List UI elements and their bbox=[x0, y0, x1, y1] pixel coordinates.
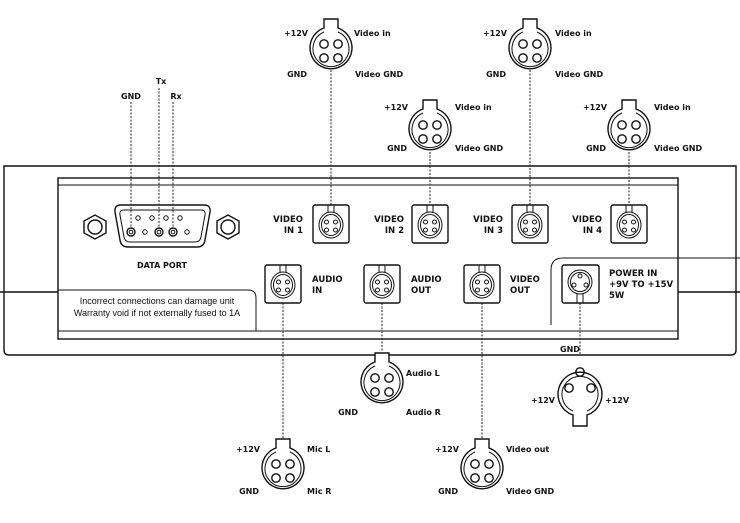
mini-din-plug-icon bbox=[261, 438, 305, 490]
pin-label: +12V bbox=[583, 103, 608, 112]
pinout-audio-out: Audio L GND Audio R bbox=[338, 352, 441, 417]
pinout-power-in: GND +12V +12V bbox=[531, 345, 630, 427]
data-port: GND Tx Rx DATA PORT bbox=[83, 77, 240, 270]
pinout-video-in-3: +12V Video in GND Video GND bbox=[483, 18, 603, 79]
socket-audio-out: AUDIO OUT bbox=[363, 264, 442, 304]
pin-label: +12V bbox=[284, 29, 309, 38]
pin-label: Video GND bbox=[506, 487, 554, 496]
socket-video-out: VIDEO OUT bbox=[463, 264, 540, 304]
db9-shell-icon bbox=[114, 204, 211, 248]
mini-din-socket-icon bbox=[312, 204, 350, 244]
mini-din-plug-icon bbox=[508, 18, 552, 70]
data-port-pin-tx: Tx bbox=[156, 77, 167, 86]
power-in-label-line2: +9V TO +15V bbox=[609, 280, 674, 290]
mini-din-socket-icon bbox=[511, 204, 549, 244]
pin-label: Video in bbox=[455, 103, 492, 112]
pinout-video-in-4: +12V Video in GND Video GND bbox=[583, 99, 702, 153]
video-in-1-label-line1: VIDEO bbox=[273, 215, 303, 225]
pin-label: Video GND bbox=[455, 144, 503, 153]
data-port-pin-gnd: GND bbox=[121, 92, 141, 101]
pin-label: GND bbox=[560, 345, 580, 354]
socket-power-in: POWER IN +9V TO +15V 5W bbox=[561, 264, 674, 304]
pin-label: Mic R bbox=[307, 487, 331, 496]
power-plug-icon bbox=[557, 371, 603, 427]
audio-in-label-line1: AUDIO bbox=[312, 275, 343, 285]
data-port-pin-rx: Rx bbox=[170, 92, 182, 101]
mini-din-socket-icon bbox=[363, 264, 401, 304]
pin-label: GND bbox=[486, 70, 506, 79]
audio-out-label-line1: AUDIO bbox=[411, 275, 442, 285]
audio-in-label-line2: IN bbox=[312, 286, 322, 296]
video-out-label-line1: VIDEO bbox=[510, 275, 540, 285]
mini-din-plug-icon bbox=[309, 18, 353, 70]
audio-out-label-line2: OUT bbox=[411, 286, 431, 296]
socket-audio-in: AUDIO IN bbox=[264, 264, 343, 304]
socket-video-in-1: VIDEO IN 1 bbox=[273, 204, 350, 244]
power-area-outline bbox=[550, 257, 740, 325]
pin-label: +12V bbox=[531, 396, 556, 405]
data-port-label: DATA PORT bbox=[137, 261, 187, 270]
mini-din-plug-icon bbox=[360, 352, 404, 404]
pin-label: Video GND bbox=[555, 70, 603, 79]
pin-label: Video GND bbox=[355, 70, 403, 79]
mini-din-plug-icon bbox=[607, 99, 651, 151]
pin-label: +12V bbox=[435, 445, 460, 454]
video-in-4-label-line2: IN 4 bbox=[583, 226, 602, 236]
pin-label: Mic L bbox=[307, 445, 330, 454]
mini-din-plug-icon bbox=[460, 438, 504, 490]
socket-video-in-3: VIDEO IN 3 bbox=[473, 204, 549, 244]
pinout-video-in-1: +12V Video in GND Video GND bbox=[284, 18, 403, 79]
pin-label: GND bbox=[239, 487, 259, 496]
pin-label: Video in bbox=[555, 29, 592, 38]
pin-label: +12V bbox=[384, 103, 409, 112]
socket-video-in-4: VIDEO IN 4 bbox=[572, 204, 648, 244]
warning-line-2: Warranty void if not externally fused to… bbox=[74, 308, 240, 318]
socket-video-in-2: VIDEO IN 2 bbox=[374, 204, 449, 244]
video-in-3-label-line2: IN 3 bbox=[484, 226, 503, 236]
pin-label: GND bbox=[586, 144, 606, 153]
device-body: Incorrect connections can damage unit Wa… bbox=[0, 165, 740, 356]
wires bbox=[282, 70, 630, 440]
warning-box bbox=[58, 289, 257, 331]
mini-din-socket-icon bbox=[264, 264, 302, 304]
pin-label: +12V bbox=[605, 396, 630, 405]
pin-label: GND bbox=[438, 487, 458, 496]
video-in-3-label-line1: VIDEO bbox=[473, 215, 503, 225]
pin-label: GND bbox=[338, 408, 358, 417]
video-in-2-label-line2: IN 2 bbox=[385, 226, 404, 236]
pin-label: +12V bbox=[236, 445, 261, 454]
pin-label: Audio R bbox=[406, 408, 441, 417]
power-in-label-line1: POWER IN bbox=[609, 269, 657, 279]
warning-line-1: Incorrect connections can damage unit bbox=[80, 296, 235, 306]
mini-din-socket-icon bbox=[463, 264, 501, 304]
mini-din-socket-icon bbox=[610, 204, 648, 244]
video-in-4-label-line1: VIDEO bbox=[572, 215, 602, 225]
pin-label: GND bbox=[287, 70, 307, 79]
pin-label: Audio L bbox=[406, 369, 440, 378]
hex-nut-right-icon bbox=[216, 214, 240, 240]
video-in-2-label-line1: VIDEO bbox=[374, 215, 404, 225]
pinout-video-out: +12V Video out GND Video GND bbox=[435, 438, 554, 496]
pinout-video-in-2: +12V Video in GND Video GND bbox=[384, 99, 503, 153]
video-in-1-label-line2: IN 1 bbox=[284, 226, 303, 236]
pin-label: Video in bbox=[654, 103, 691, 112]
power-in-label-line3: 5W bbox=[609, 291, 625, 301]
db9-pins bbox=[126, 215, 190, 237]
pinout-audio-in: +12V Mic L GND Mic R bbox=[236, 438, 331, 496]
pin-label: +12V bbox=[483, 29, 508, 38]
mini-din-plug-icon bbox=[408, 99, 452, 151]
mini-din-socket-icon bbox=[411, 204, 449, 244]
power-socket-icon bbox=[561, 264, 600, 304]
pin-label: GND bbox=[387, 144, 407, 153]
video-out-label-line2: OUT bbox=[510, 286, 530, 296]
pin-label: Video out bbox=[506, 445, 549, 454]
pin-label: Video GND bbox=[654, 144, 702, 153]
hex-nut-left-icon bbox=[83, 214, 107, 240]
pin-label: Video in bbox=[354, 29, 391, 38]
